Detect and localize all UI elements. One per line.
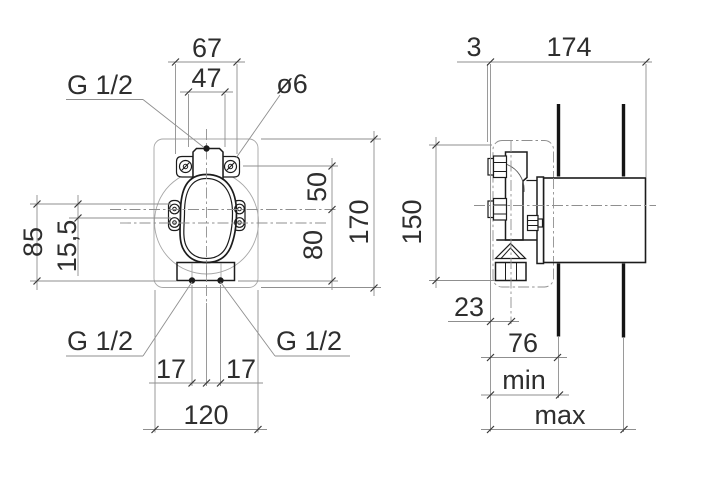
dim-face-offset-value: 3 [466, 32, 481, 62]
dim-wall-min-value: 76 [508, 328, 538, 358]
top-port-stub [175, 147, 241, 179]
front-view: 67 47 ø6 G 1/2 85 15,5 50 80 170 G 1/2 G… [18, 33, 381, 434]
bottom-port-marker-right [217, 277, 224, 284]
side-tick-marks [432, 58, 650, 434]
stub-body [192, 147, 224, 179]
side-extension-lines [429, 64, 647, 432]
dim-depth-upper-value: 50 [302, 172, 332, 202]
dim-depth-lower-value: 80 [298, 230, 328, 260]
front-tick-marks [33, 58, 378, 434]
dim-overall-width-value: 120 [183, 400, 228, 430]
dim-side-height-value: 150 [397, 199, 427, 244]
body-arc-detail [505, 163, 525, 193]
side-screws-left [169, 203, 180, 228]
dim-left-height-value: 85 [18, 227, 48, 257]
ear-screw-left [178, 159, 193, 174]
screw-diameter-label: ø6 [276, 69, 308, 99]
side-tab-left [167, 199, 182, 232]
top-port-marker [203, 145, 210, 152]
thread-bottom-right-label: G 1/2 [276, 326, 342, 356]
dim-port-left-value: 17 [156, 354, 186, 384]
flange-outline [176, 261, 236, 282]
bottom-port-marker-left [188, 277, 196, 284]
dim-outer-width-value: 67 [192, 33, 222, 63]
front-leader-lines [66, 94, 350, 357]
plate-bolt [526, 214, 544, 232]
dim-left-offset-value: 15,5 [52, 220, 82, 273]
side-centerlines [474, 141, 656, 324]
front-centerlines [110, 129, 336, 302]
wall-max-label: max [534, 400, 586, 430]
dim-outlet-offset-value: 23 [454, 292, 484, 322]
front-extension-lines [30, 64, 381, 433]
side-view: 3 174 150 23 76 min max [397, 32, 656, 434]
front-dimension-lines [36, 61, 375, 430]
wall-min-label: min [502, 365, 546, 395]
dim-length-value: 174 [546, 32, 591, 62]
wall-section-lines [556, 104, 626, 338]
side-screws-right [234, 203, 245, 228]
thread-top-label: G 1/2 [67, 70, 133, 100]
thread-bottom-left-label: G 1/2 [67, 326, 133, 356]
ear-screw-right [223, 159, 238, 174]
dim-inner-width-value: 47 [191, 63, 221, 93]
protection-cap-cylinder [542, 177, 647, 264]
side-dimension-lines [435, 61, 652, 430]
dim-overall-height-value: 170 [344, 199, 374, 244]
bottom-flange [176, 261, 236, 282]
dim-port-right-value: 17 [226, 354, 256, 384]
